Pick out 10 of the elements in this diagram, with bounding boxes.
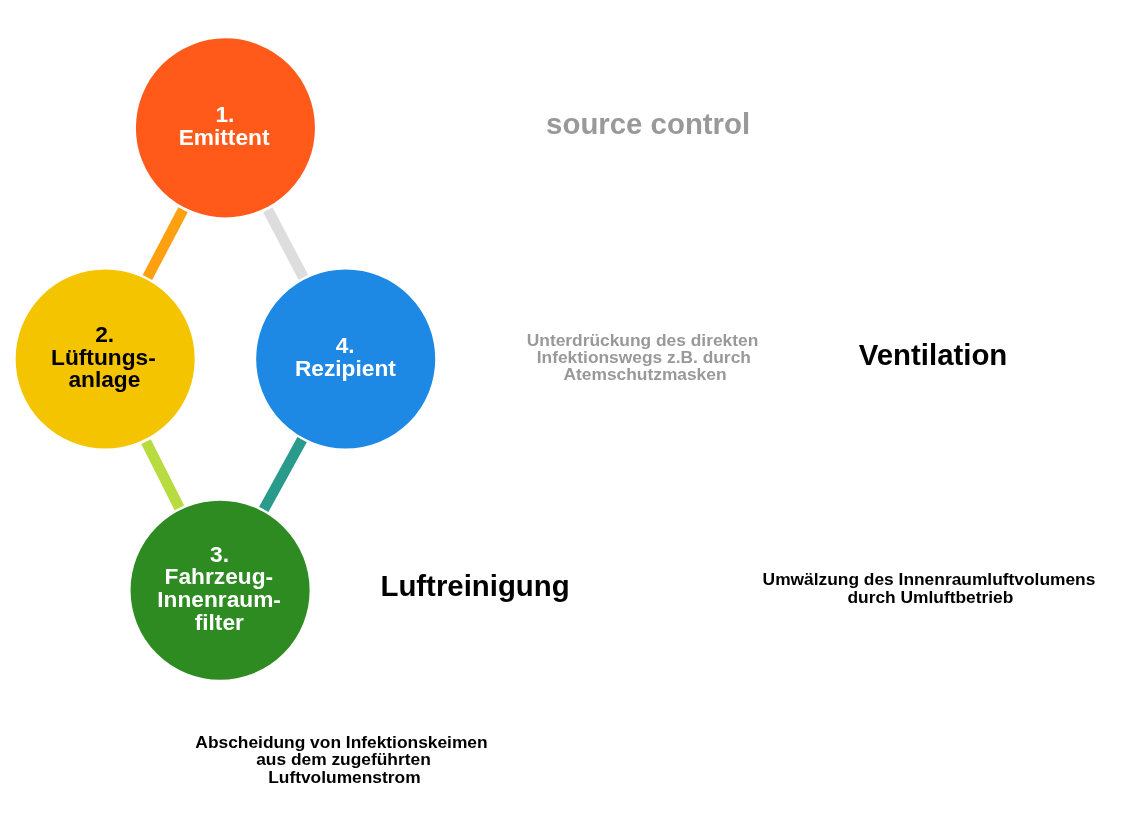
connector (141, 439, 185, 511)
connector (142, 207, 188, 280)
connector (259, 437, 307, 512)
label: Umwälzung des Innenraumluftvolumens durch Umluftbetrieb (762, 569, 1096, 607)
label: Ventilation (858, 338, 1008, 372)
label: Luftreinigung (380, 569, 570, 603)
label: Unterdrückung des direkten Infektionswegs z.B. durch Atemschutzmasken (526, 329, 759, 385)
label: Abscheidung von Infektionskeimen aus dem zugeführten Luftvolumenstrom (195, 731, 488, 787)
connector (263, 207, 309, 280)
label: source control (546, 107, 751, 141)
